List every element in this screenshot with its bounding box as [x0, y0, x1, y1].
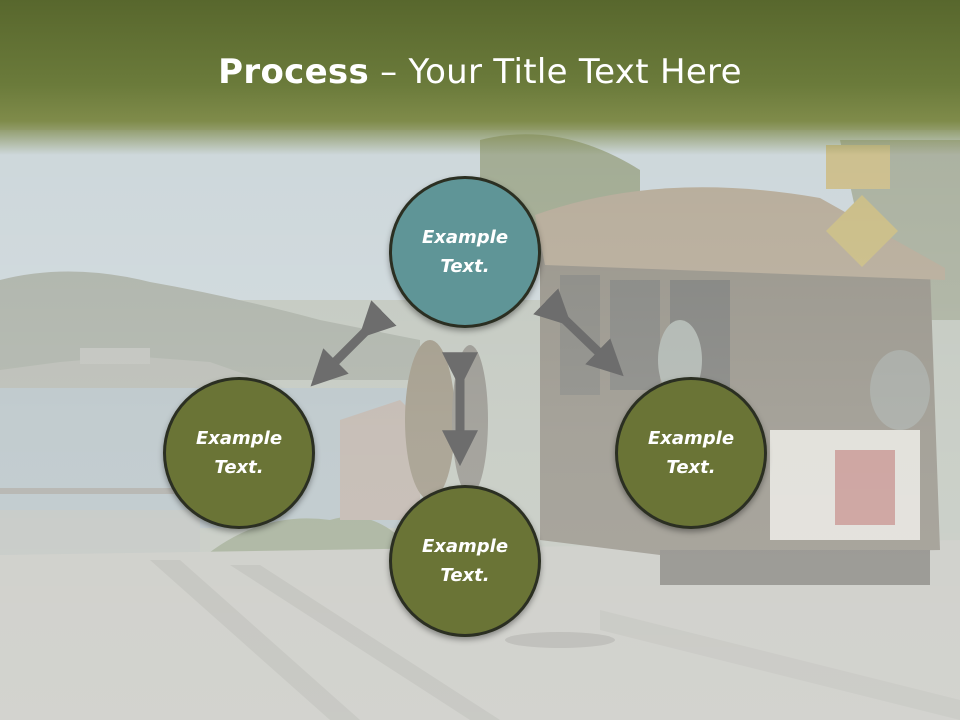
node-top-line2: Text.: [440, 256, 490, 277]
node-bottom-line2: Text.: [440, 565, 490, 586]
title-rest: – Your Title Text Here: [369, 52, 742, 92]
node-right-line1: Example: [647, 428, 735, 449]
node-left-line1: Example: [195, 428, 283, 449]
slide-title[interactable]: Process – Your Title Text Here: [0, 52, 960, 92]
node-bottom-line1: Example: [421, 536, 509, 557]
process-node-left[interactable]: Example Text.: [163, 377, 315, 529]
title-bold: Process: [218, 52, 370, 92]
process-node-top[interactable]: Example Text.: [389, 176, 541, 328]
arrow-top-right: [533, 288, 624, 377]
title-bar: [0, 0, 960, 155]
node-top-line1: Example: [421, 227, 509, 248]
node-left-line2: Text.: [214, 457, 264, 478]
arrow-top-left: [310, 300, 397, 387]
process-node-right[interactable]: Example Text.: [615, 377, 767, 529]
process-node-bottom[interactable]: Example Text.: [389, 485, 541, 637]
node-right-line2: Text.: [666, 457, 716, 478]
